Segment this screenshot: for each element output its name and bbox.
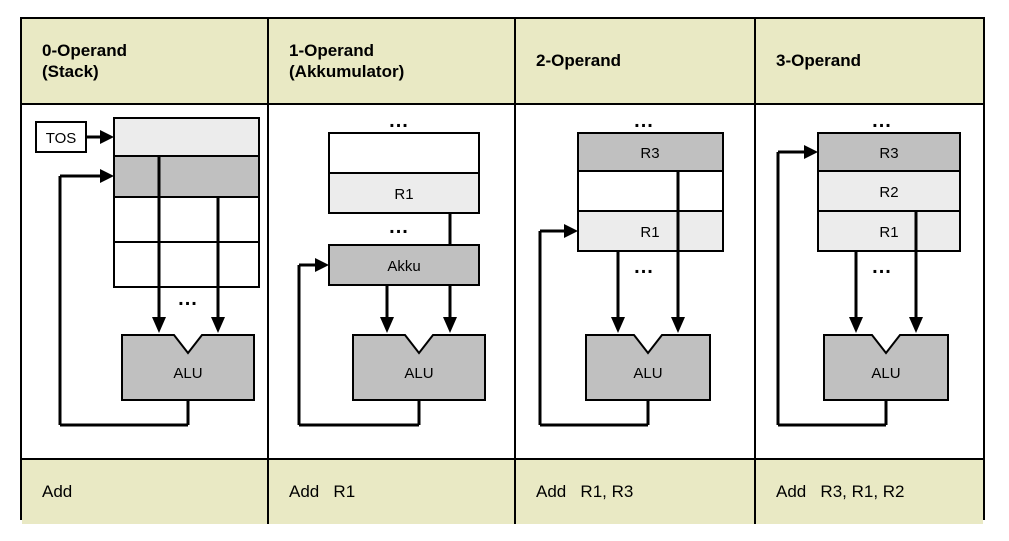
instruction-cell-2-operand: Add R1, R3 (514, 460, 754, 524)
register-cell-r3 (817, 132, 961, 172)
regfile-ellipsis-bottom: ... (872, 256, 892, 278)
header-subtitle-1: (Akkumulator) (289, 62, 405, 81)
header-title-3: 3-Operand (776, 51, 862, 71)
table-header-row: 0-Operand (Stack) 1-Operand (Akkumulator… (22, 19, 983, 105)
regfile-ellipsis-top: ... (634, 110, 654, 132)
register-label-r1: R1 (640, 224, 659, 241)
instruction-cell-3-operand: Add R3, R1, R2 (754, 460, 983, 524)
register-cell-r3 (577, 132, 724, 172)
header-cell-3-operand: 3-Operand (754, 19, 983, 103)
diagram-1-operand-accumulator: ... R1 ... Akku ALU (267, 105, 514, 458)
feedback-arrow-icon (564, 224, 578, 238)
operand-format-table: 0-Operand (Stack) 1-Operand (Akkumulator… (20, 17, 985, 524)
operand-arrow-b-icon (443, 317, 457, 333)
alu-label: ALU (404, 365, 433, 382)
regfile-ellipsis-top: ... (389, 110, 409, 132)
header-cell-1-operand: 1-Operand (Akkumulator) (267, 19, 514, 103)
stack-cell-2 (113, 196, 260, 243)
register-label-r3: R3 (879, 145, 898, 162)
feedback-arrow-icon (315, 258, 329, 272)
register-label-r3: R3 (640, 145, 659, 162)
register-cell-0 (328, 132, 480, 174)
stack-ellipsis: ... (178, 288, 198, 310)
feedback-arrow-icon (804, 145, 818, 159)
feedback-arrow-icon (100, 169, 114, 183)
stack-cell-1 (113, 155, 260, 198)
instruction-cell-1-operand: Add R1 (267, 460, 514, 524)
alu-shape (352, 334, 486, 401)
register-label-r2: R2 (879, 184, 898, 201)
header-subtitle-0: (Stack) (42, 62, 99, 81)
alu-label: ALU (633, 365, 662, 382)
operand-arrow-a-icon (611, 317, 625, 333)
stack-cell-0 (113, 117, 260, 157)
operand-arrow-b-icon (671, 317, 685, 333)
alu-shape (121, 334, 255, 401)
alu-label: ALU (173, 365, 202, 382)
operand-arrow-b-icon (211, 317, 225, 333)
stack-cell-3 (113, 241, 260, 288)
register-cell-r2 (817, 170, 961, 212)
operand-arrow-a-icon (849, 317, 863, 333)
register-label-r1: R1 (879, 224, 898, 241)
regfile-ellipsis-bottom: ... (389, 216, 409, 238)
alu-label: ALU (871, 365, 900, 382)
header-title-0: 0-Operand (42, 40, 128, 60)
table-footer-row: Add Add R1 Add R1, R3 Add R3, R1, R2 (22, 458, 983, 524)
header-title-1: 1-Operand (289, 40, 375, 60)
tos-pointer-label: TOS (46, 130, 77, 147)
regfile-ellipsis-top: ... (872, 110, 892, 132)
alu-shape (823, 334, 949, 401)
diagram-0-operand-stack: TOS ... (22, 105, 267, 458)
header-cell-0-operand: 0-Operand (Stack) (22, 19, 267, 103)
diagram-2-operand: ... R3 R1 ... ALU (514, 105, 754, 458)
register-cell-empty (577, 170, 724, 212)
register-label-r1: R1 (394, 186, 413, 203)
register-cell-r1 (817, 210, 961, 252)
tos-arrow-icon (100, 130, 114, 144)
register-cell-1 (328, 172, 480, 214)
operand-arrow-b-icon (909, 317, 923, 333)
tos-pointer-box (35, 121, 87, 153)
header-title-2: 2-Operand (536, 51, 622, 71)
diagram-3-operand: ... R3 R2 R1 ... ALU (754, 105, 983, 458)
operand-arrow-a-icon (152, 317, 166, 333)
table-body-row: TOS ... (22, 105, 983, 458)
alu-shape (585, 334, 711, 401)
instruction-cell-0-operand: Add (22, 460, 267, 524)
header-cell-2-operand: 2-Operand (514, 19, 754, 103)
accumulator-label: Akku (387, 258, 420, 275)
operand-arrow-a-icon (380, 317, 394, 333)
regfile-ellipsis-bottom: ... (634, 256, 654, 278)
accumulator-box (328, 244, 480, 286)
